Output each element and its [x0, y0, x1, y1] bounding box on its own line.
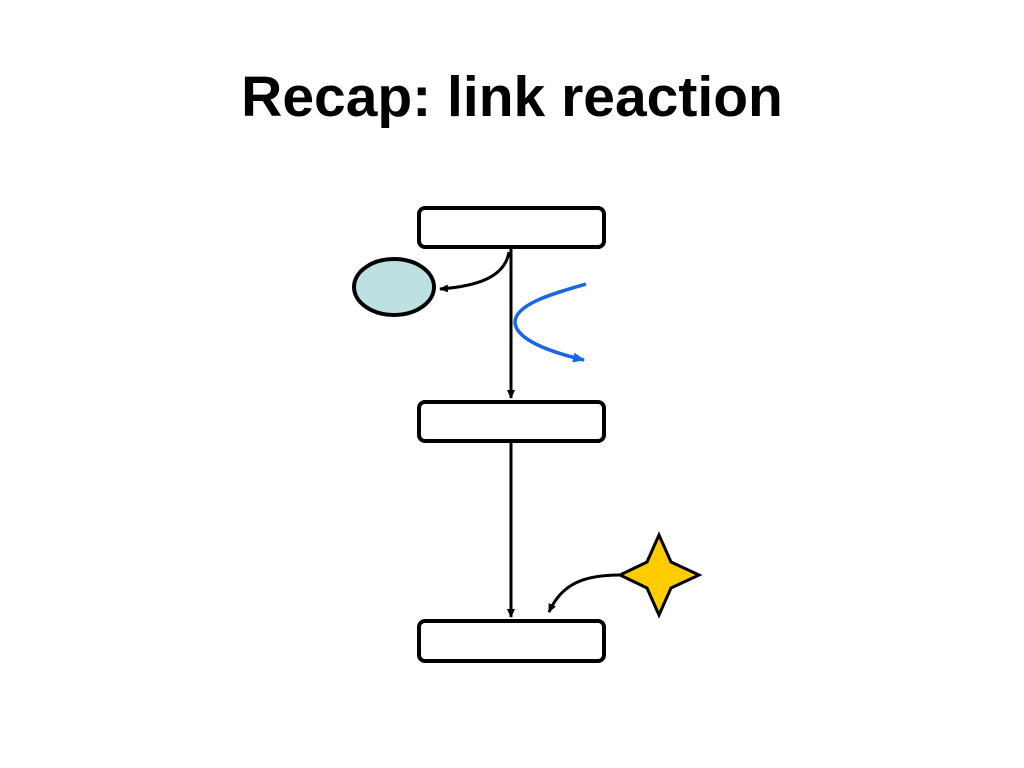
star-input-icon	[616, 531, 703, 619]
arrow-from-star	[547, 573, 621, 613]
arrow-to-oval	[439, 251, 511, 293]
box-bottom	[417, 619, 606, 663]
box-top	[417, 206, 606, 249]
slide-title: Recap: link reaction	[241, 65, 783, 129]
curved-side-arrow-icon	[513, 282, 587, 363]
oval-output-icon	[352, 257, 436, 317]
box-middle	[417, 400, 606, 443]
